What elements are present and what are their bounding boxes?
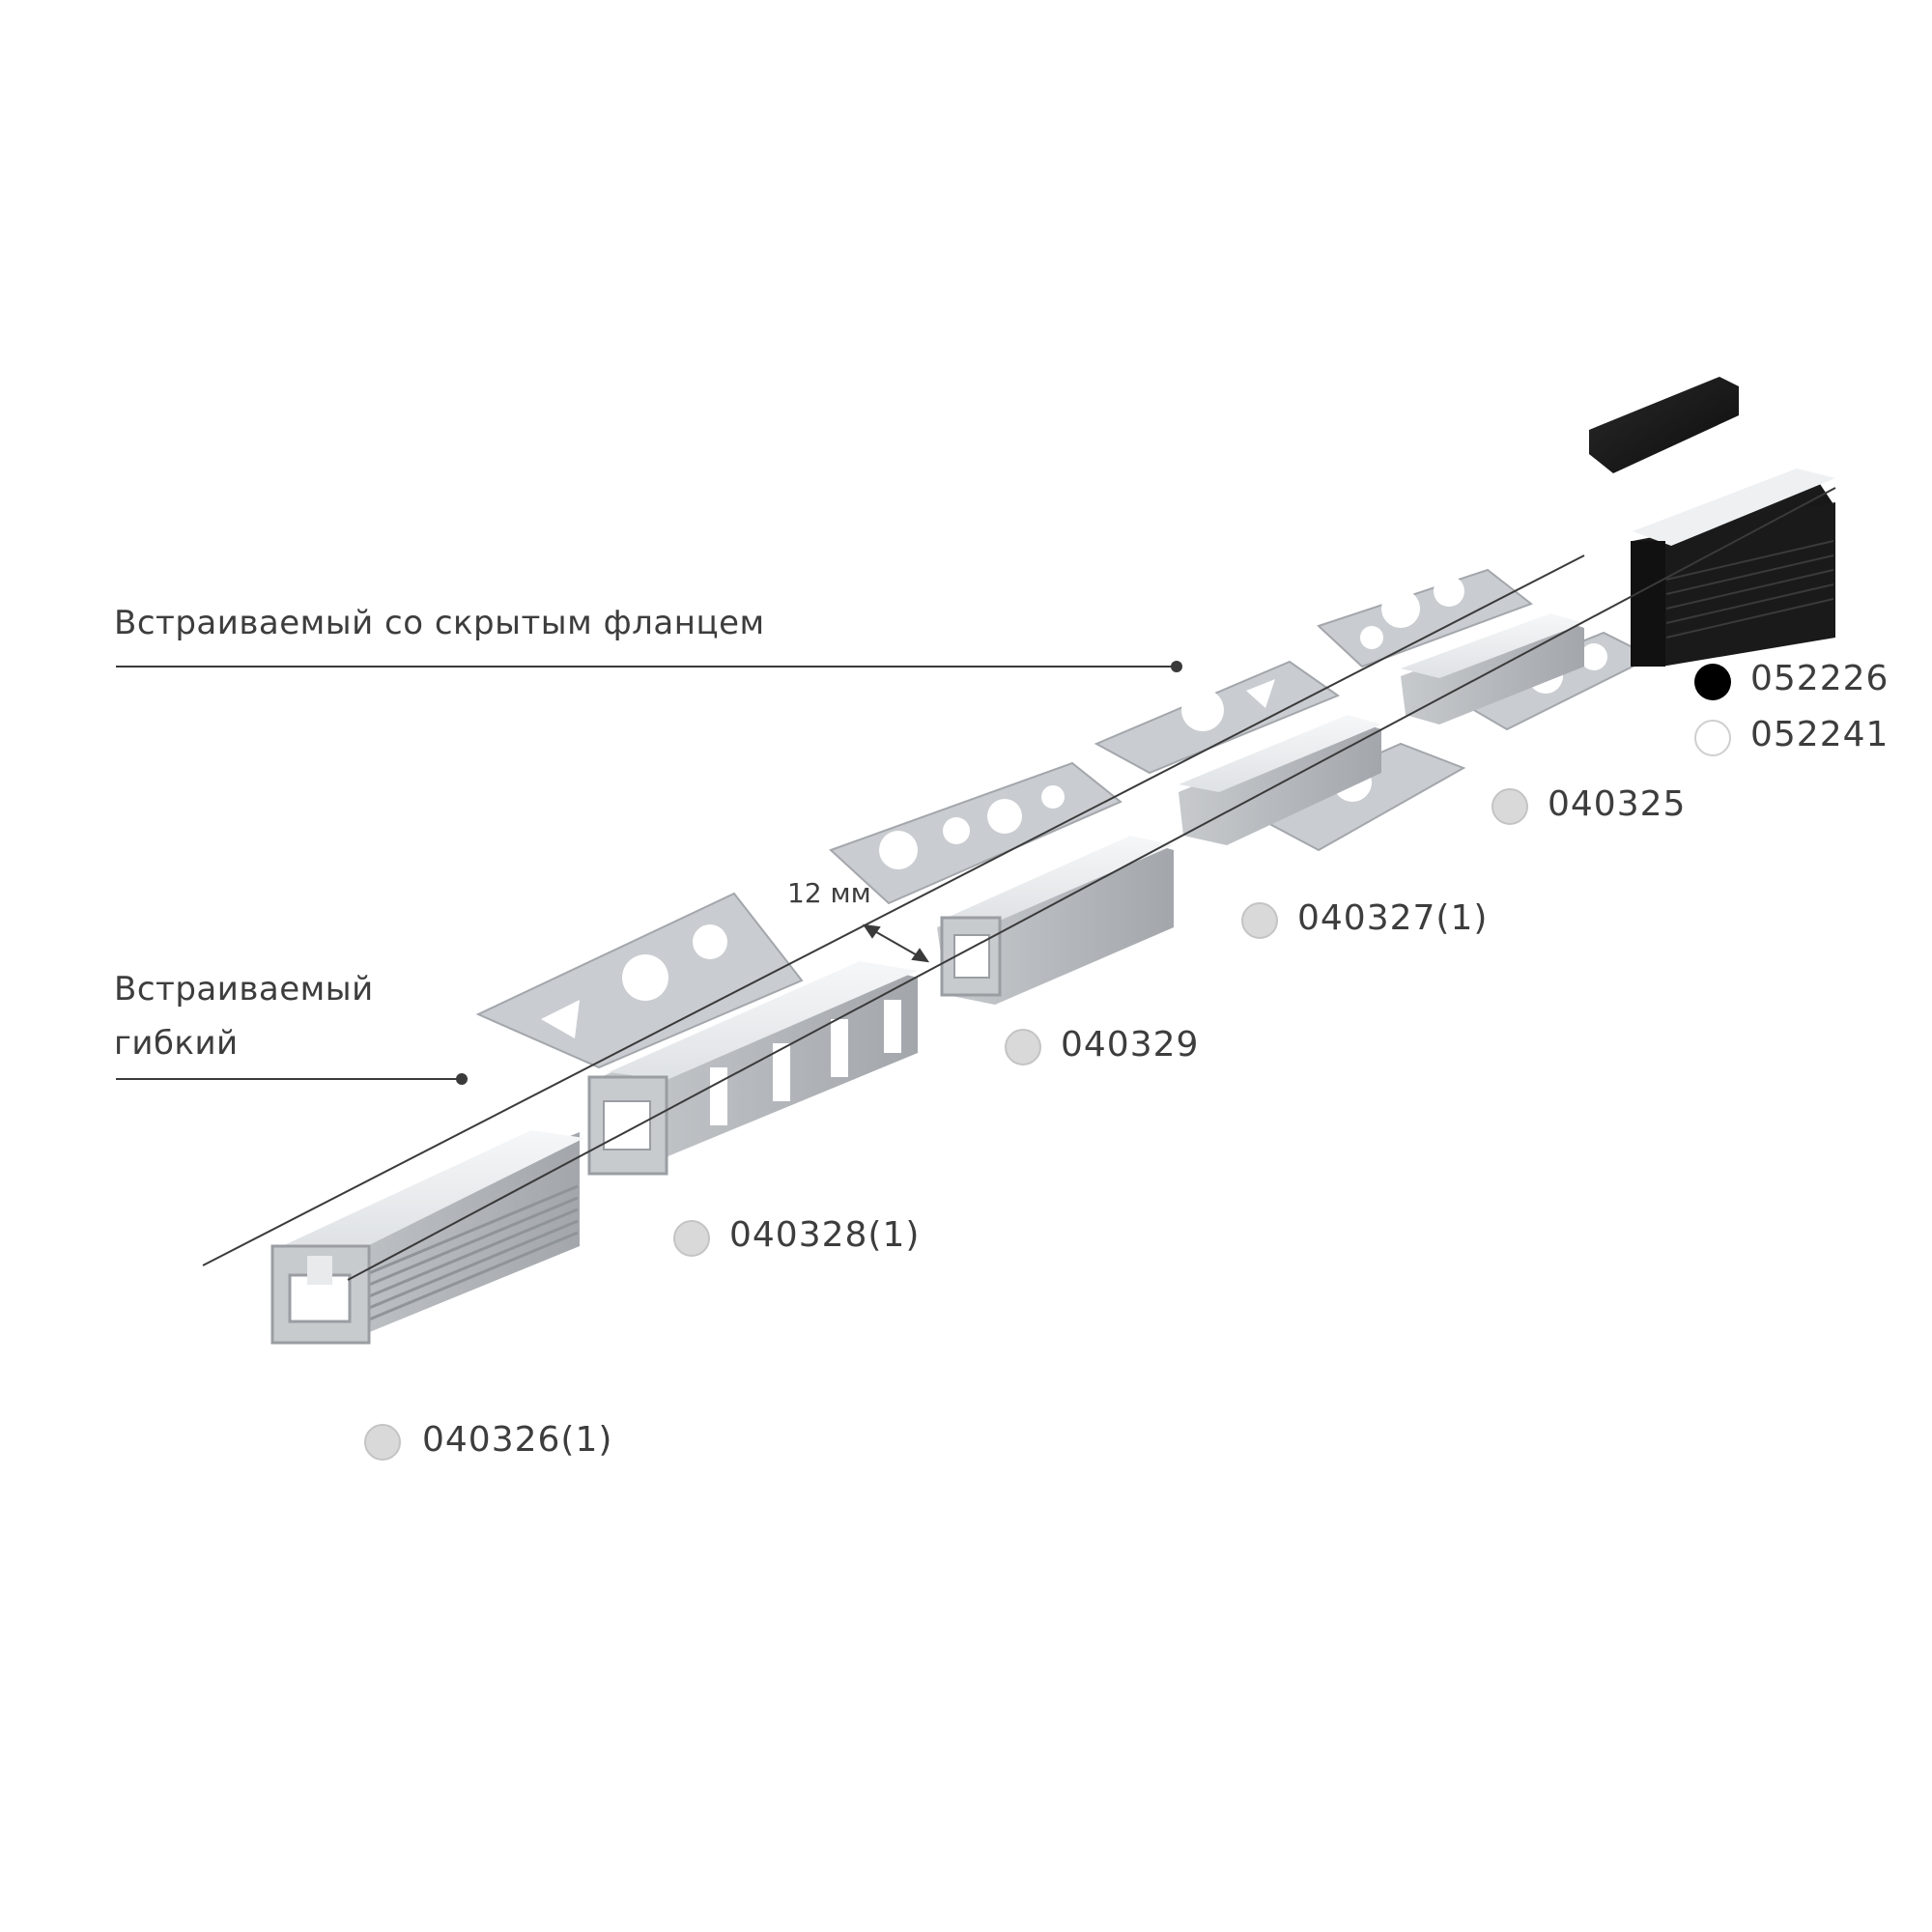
profile-040329 <box>829 761 1174 1005</box>
profile-040329-diffuser <box>947 836 1174 923</box>
dimension-arrow <box>862 923 930 963</box>
swatch-040327 <box>1241 902 1278 939</box>
profile-040325 <box>1317 568 1655 731</box>
label-flexible-line2: гибкий <box>114 1024 239 1063</box>
black-profile-top-flange <box>1589 377 1739 473</box>
profile-040326-diffuser <box>282 1130 584 1246</box>
axis-line-front <box>202 554 1585 1266</box>
code-040326: 040326(1) <box>422 1420 613 1460</box>
black-profile-side <box>1633 502 1835 667</box>
swatch-052241 <box>1694 720 1731 756</box>
profile-052226 <box>1589 377 1835 667</box>
code-040329: 040329 <box>1061 1025 1200 1065</box>
code-040327: 040327(1) <box>1297 898 1489 938</box>
swatch-052226 <box>1694 664 1731 700</box>
profile-040327-body <box>1179 720 1381 845</box>
code-040328: 040328(1) <box>729 1215 921 1255</box>
profile-040326 <box>270 1130 584 1345</box>
profile-040328 <box>475 892 918 1176</box>
label-hidden-flange: Встраиваемый со скрытым фланцем <box>114 604 765 642</box>
leader-hidden-flange-dot <box>1171 661 1182 672</box>
dimension-label: 12 мм <box>787 877 871 909</box>
profile-040328-body <box>589 964 918 1169</box>
profile-040328-slots <box>710 1000 901 1125</box>
label-flexible-line1: Встраиваемый <box>114 970 374 1009</box>
code-040325: 040325 <box>1548 784 1687 824</box>
black-profile-diffuser <box>1633 469 1835 546</box>
code-052241: 052241 <box>1750 715 1889 754</box>
axis-line-back <box>347 487 1836 1281</box>
swatch-040326 <box>364 1424 401 1461</box>
profile-040326-ribs <box>368 1184 579 1321</box>
code-052226: 052226 <box>1750 659 1889 698</box>
swatch-040329 <box>1005 1029 1041 1065</box>
profile-040327-diffuser <box>1179 715 1381 792</box>
leader-flexible-dot <box>456 1073 468 1085</box>
profile-040326-side <box>270 1132 580 1333</box>
swatch-040328 <box>673 1220 710 1257</box>
profile-040325-diffuser <box>1401 613 1584 678</box>
black-profile-end <box>1631 541 1665 667</box>
profile-040327 <box>1094 660 1466 852</box>
profile-040328-diffuser <box>609 961 918 1080</box>
swatch-040325 <box>1492 788 1528 825</box>
